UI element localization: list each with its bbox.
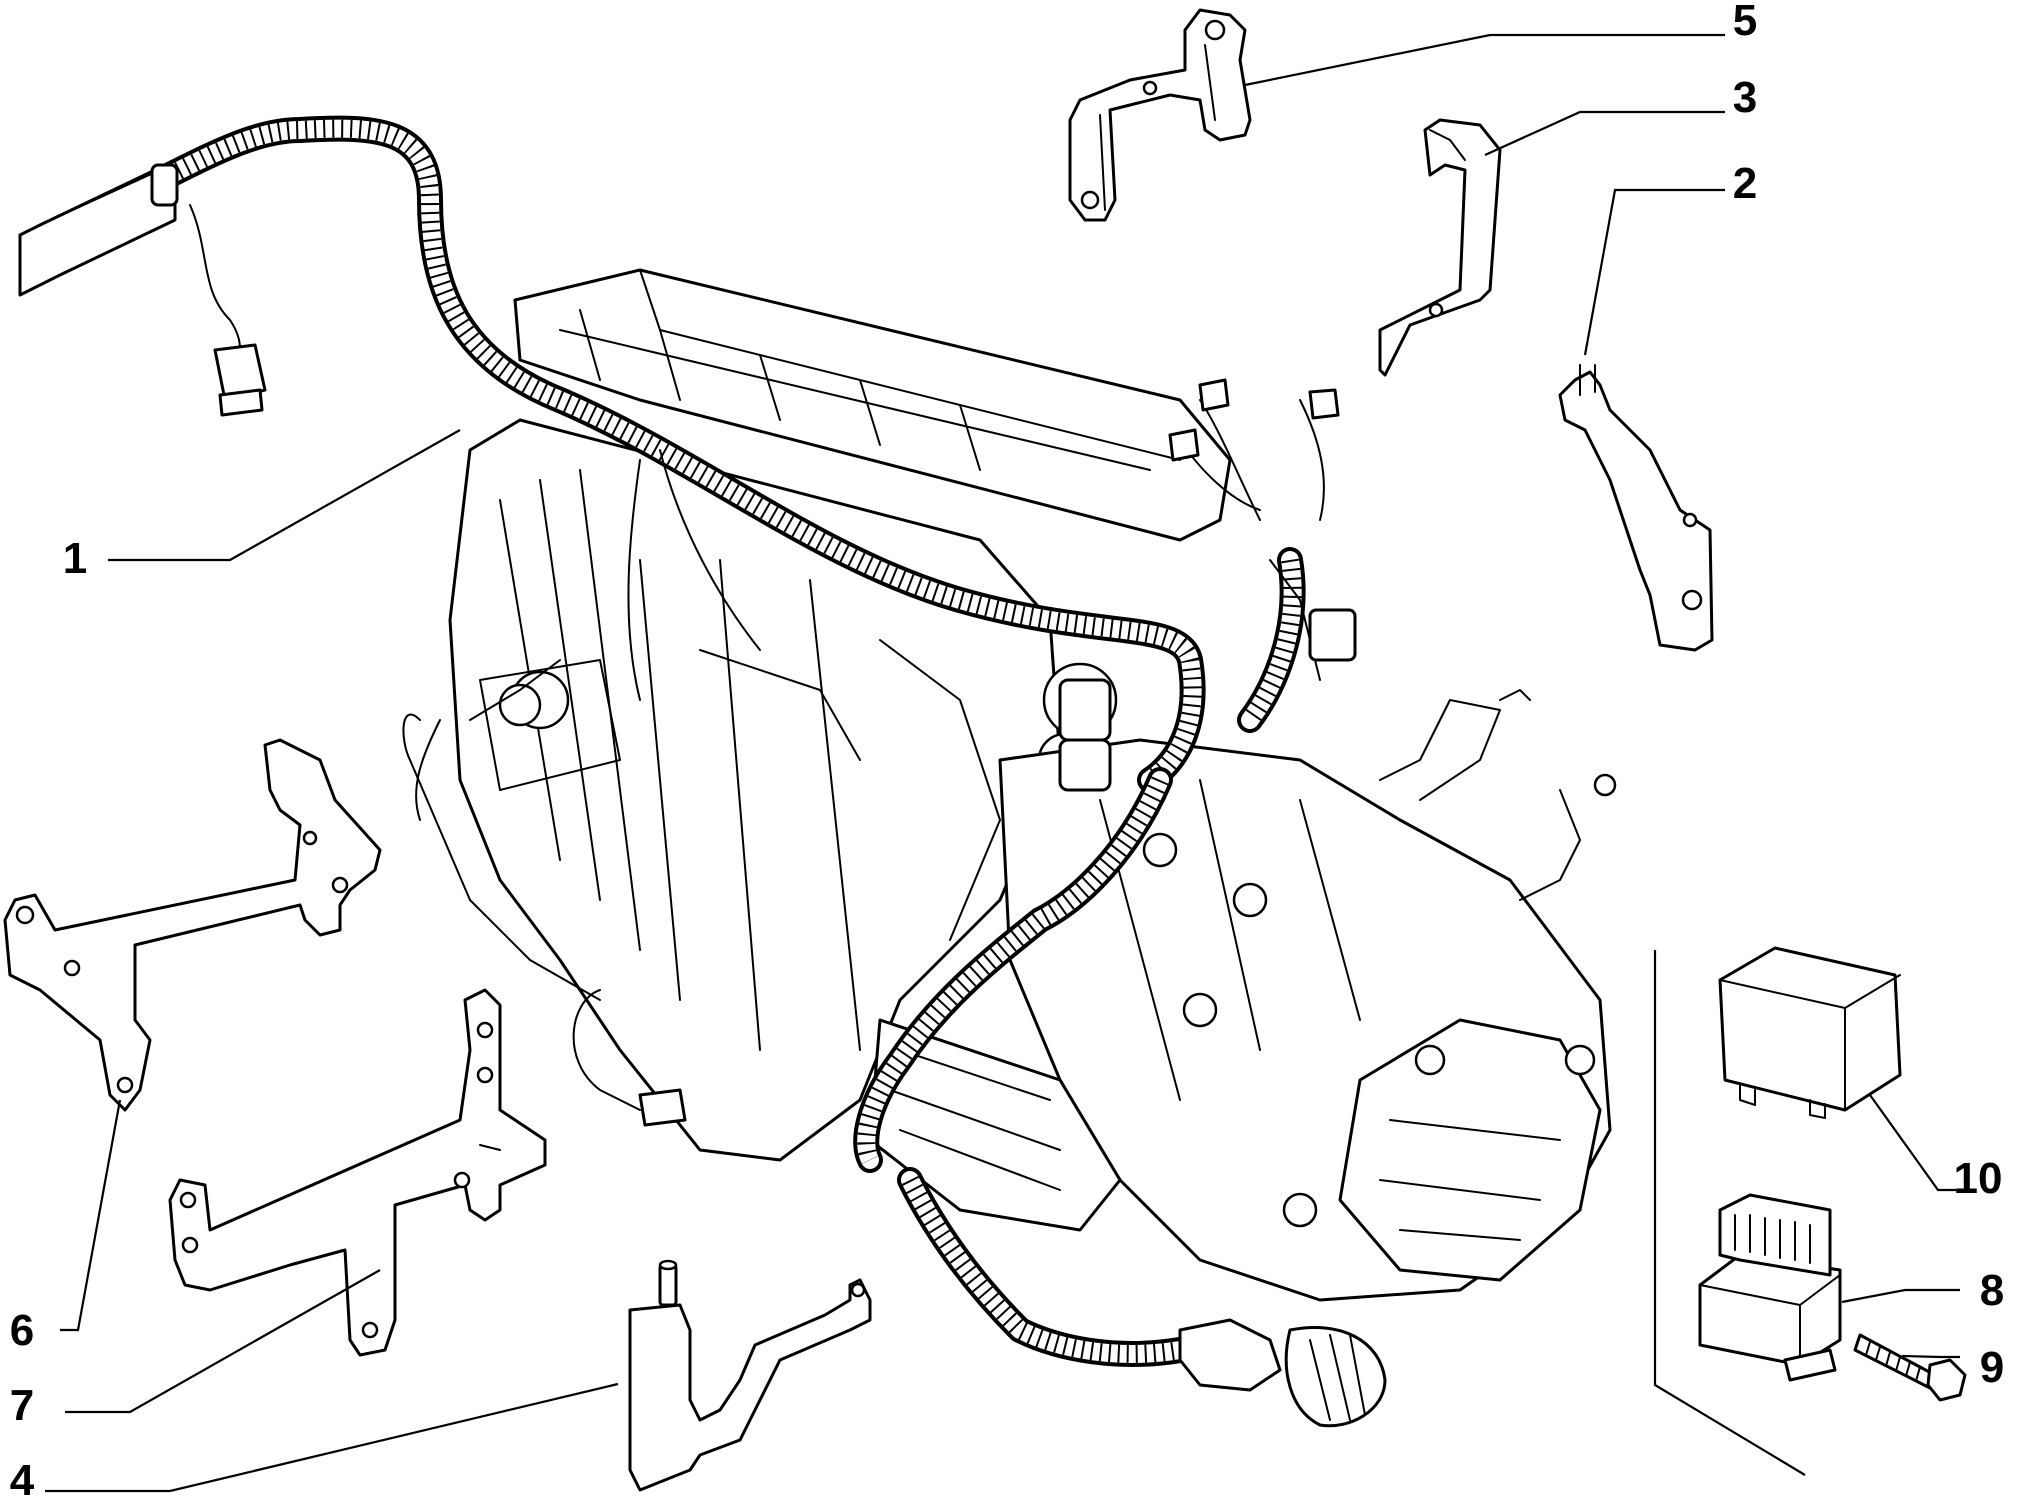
wiring-harness: [18, 115, 1387, 1428]
callout-4: 4: [10, 1456, 35, 1505]
callout-10: 10: [1954, 1154, 2003, 1203]
part-8-control-unit: [1698, 1193, 1842, 1382]
callout-labels: 1 2 3 4 5 6 7 8 9 10: [10, 0, 2004, 1505]
callout-3: 3: [1733, 73, 1757, 122]
callout-5: 5: [1733, 0, 1757, 45]
callout-8: 8: [1980, 1266, 2004, 1315]
part-5-bracket: [1068, 8, 1252, 222]
callout-6: 6: [10, 1306, 34, 1355]
callout-9: 9: [1980, 1343, 2004, 1392]
part-2-bracket: [1558, 364, 1714, 652]
callout-7: 7: [10, 1381, 34, 1430]
part-7-bracket: [168, 988, 547, 1357]
part-9-bolt: [1853, 1333, 1967, 1402]
part-6-bracket: [3, 738, 382, 1112]
leader-lines: [45, 33, 1960, 1493]
part-3-bracket: [1378, 118, 1502, 377]
engine-assembly: [448, 268, 1617, 1302]
callout-2: 2: [1733, 159, 1757, 208]
part-4-bracket: [628, 1259, 872, 1492]
part-10-relay: [1718, 946, 1902, 1119]
callout-1: 1: [63, 534, 87, 583]
